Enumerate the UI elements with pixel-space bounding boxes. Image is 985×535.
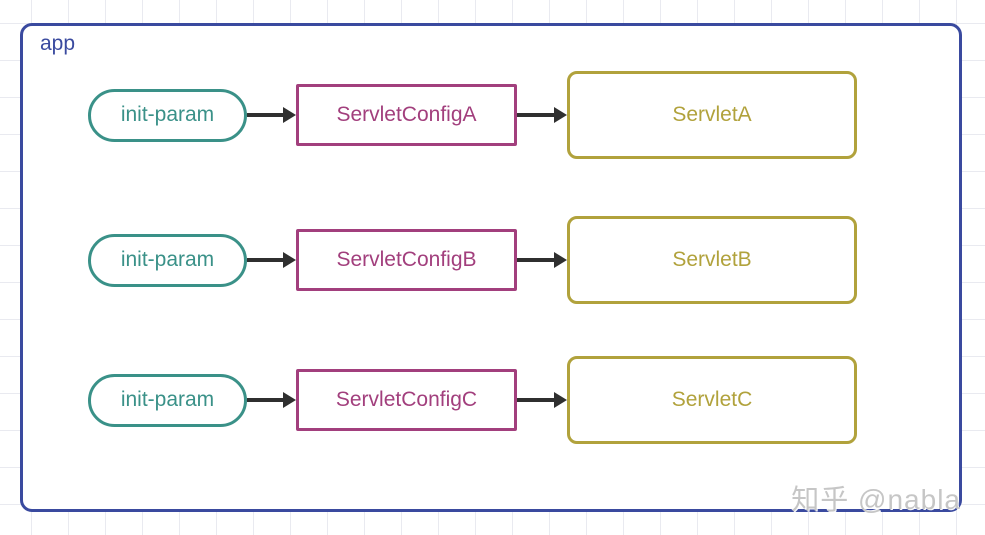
arrow-shaft (517, 398, 554, 402)
app-label: app (40, 32, 76, 55)
arrow-right-icon (247, 71, 296, 159)
flow-row-c: init-param ServletConfigC ServletC (88, 356, 857, 444)
flow-row-b: init-param ServletConfigB ServletB (88, 216, 857, 304)
servlet-node-c: ServletC (567, 356, 857, 444)
servlet-config-node-b: ServletConfigB (296, 229, 517, 291)
arrow-right-icon (517, 356, 567, 444)
arrow-shaft (247, 258, 283, 262)
servlet-node-b: ServletB (567, 216, 857, 304)
arrow-right-icon (247, 356, 296, 444)
watermark: 知乎 @nabla (791, 484, 961, 515)
arrow-head (554, 107, 567, 123)
arrow-head (283, 107, 296, 123)
arrow-head (283, 252, 296, 268)
arrow-shaft (517, 113, 554, 117)
init-param-node-c: init-param (88, 373, 247, 427)
servlet-node-a: ServletA (567, 71, 857, 159)
flow-row-a: init-param ServletConfigA ServletA (88, 71, 857, 159)
arrow-right-icon (247, 216, 296, 304)
arrow-shaft (247, 113, 283, 117)
arrow-shaft (517, 258, 554, 262)
arrow-head (283, 392, 296, 408)
arrow-right-icon (517, 71, 567, 159)
arrow-head (554, 252, 567, 268)
arrow-right-icon (517, 216, 567, 304)
servlet-config-node-c: ServletConfigC (296, 369, 517, 431)
init-param-node-b: init-param (88, 233, 247, 287)
arrow-head (554, 392, 567, 408)
arrow-shaft (247, 398, 283, 402)
servlet-config-node-a: ServletConfigA (296, 84, 517, 146)
init-param-node-a: init-param (88, 88, 247, 142)
